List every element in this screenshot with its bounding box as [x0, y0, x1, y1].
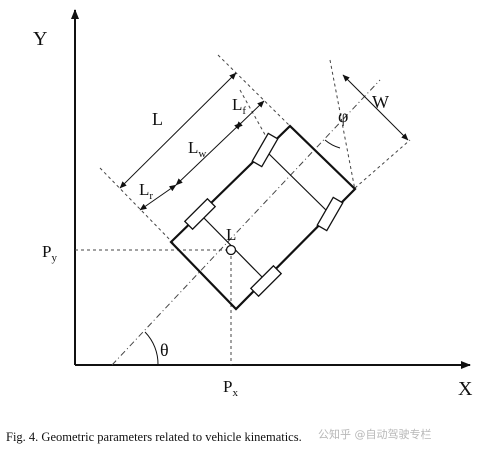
rear-right-wheel [249, 264, 283, 298]
phi-arc [324, 139, 341, 149]
vehicle-heading-axis [111, 79, 381, 366]
front-extension-line [217, 54, 293, 129]
dimension-lw [175, 122, 242, 186]
watermark: 公知乎 @自动驾驶专栏 [318, 428, 432, 441]
figure-caption: Fig. 4. Geometric parameters related to … [6, 430, 302, 444]
label-center: L [226, 225, 236, 244]
label-py: Py [42, 242, 57, 264]
dimension-w [342, 74, 409, 141]
dimension-lf [235, 100, 265, 129]
dimension-l [119, 72, 237, 189]
label-lr: Lr [139, 180, 153, 202]
label-lf: Lf [232, 95, 246, 117]
rear-left-wheel [183, 197, 217, 231]
theta-arc [144, 331, 159, 366]
front-left-wheel [251, 132, 279, 168]
label-lw: Lw [188, 138, 206, 160]
rear-extension-line [99, 167, 176, 246]
x-axis-label: X [458, 378, 473, 400]
front-right-wheel [316, 196, 344, 232]
dimension-lr-line [139, 184, 177, 211]
front-axle [264, 149, 331, 215]
vehicle-body [169, 124, 357, 311]
label-px: Px [223, 377, 238, 399]
y-axis-label: Y [33, 28, 47, 50]
center-point [225, 244, 237, 256]
side-extension-line [329, 59, 356, 191]
label-w: W [372, 92, 389, 112]
width-extension-line [354, 139, 411, 189]
label-l: L [152, 109, 163, 129]
label-theta: θ [160, 340, 169, 360]
label-phi: φ [338, 106, 348, 126]
